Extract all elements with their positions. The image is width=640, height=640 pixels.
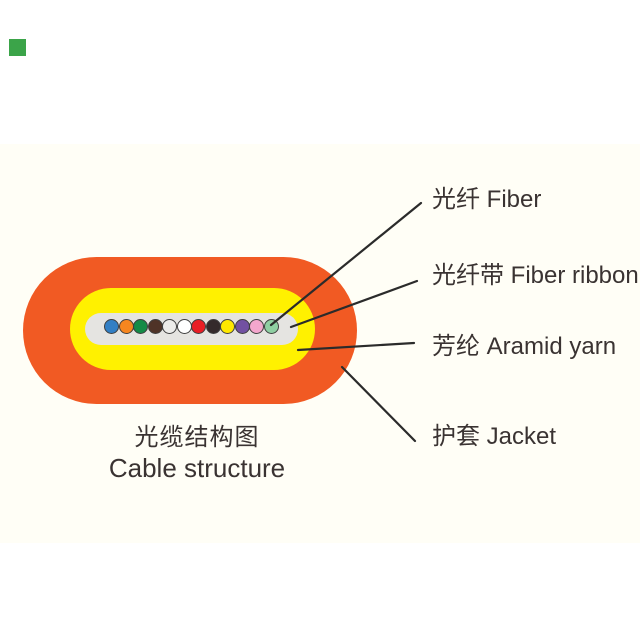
green-square-mark xyxy=(9,39,26,56)
callout-fiber: 光纤 Fiber xyxy=(432,186,542,213)
fiber-dot-slate xyxy=(162,319,177,334)
fiber-dot-red xyxy=(191,319,206,334)
fiber-dot-brown xyxy=(147,319,163,334)
fiber-dot-violet xyxy=(234,319,250,334)
callout-jacket: 护套 Jacket xyxy=(432,423,557,450)
fiber-dot-white xyxy=(176,319,192,334)
fiber-dot-black xyxy=(205,319,221,334)
callout-fiber-ribbon: 光纤带 Fiber ribbon xyxy=(432,262,639,289)
caption-chinese: 光缆结构图 xyxy=(134,424,260,451)
fiber-dot-orange xyxy=(118,319,134,334)
fiber-dot-rose xyxy=(249,319,264,334)
fiber-dot-yellow xyxy=(220,319,235,334)
fiber-dot-green xyxy=(133,319,148,334)
diagram-caption: 光缆结构图 Cable structure xyxy=(87,423,307,483)
fiber-dot-blue xyxy=(104,319,119,334)
caption-english: Cable structure xyxy=(108,453,286,483)
callout-aramid-yarn: 芳纶 Aramid yarn xyxy=(432,333,617,360)
fiber-dot-aqua xyxy=(263,319,279,334)
